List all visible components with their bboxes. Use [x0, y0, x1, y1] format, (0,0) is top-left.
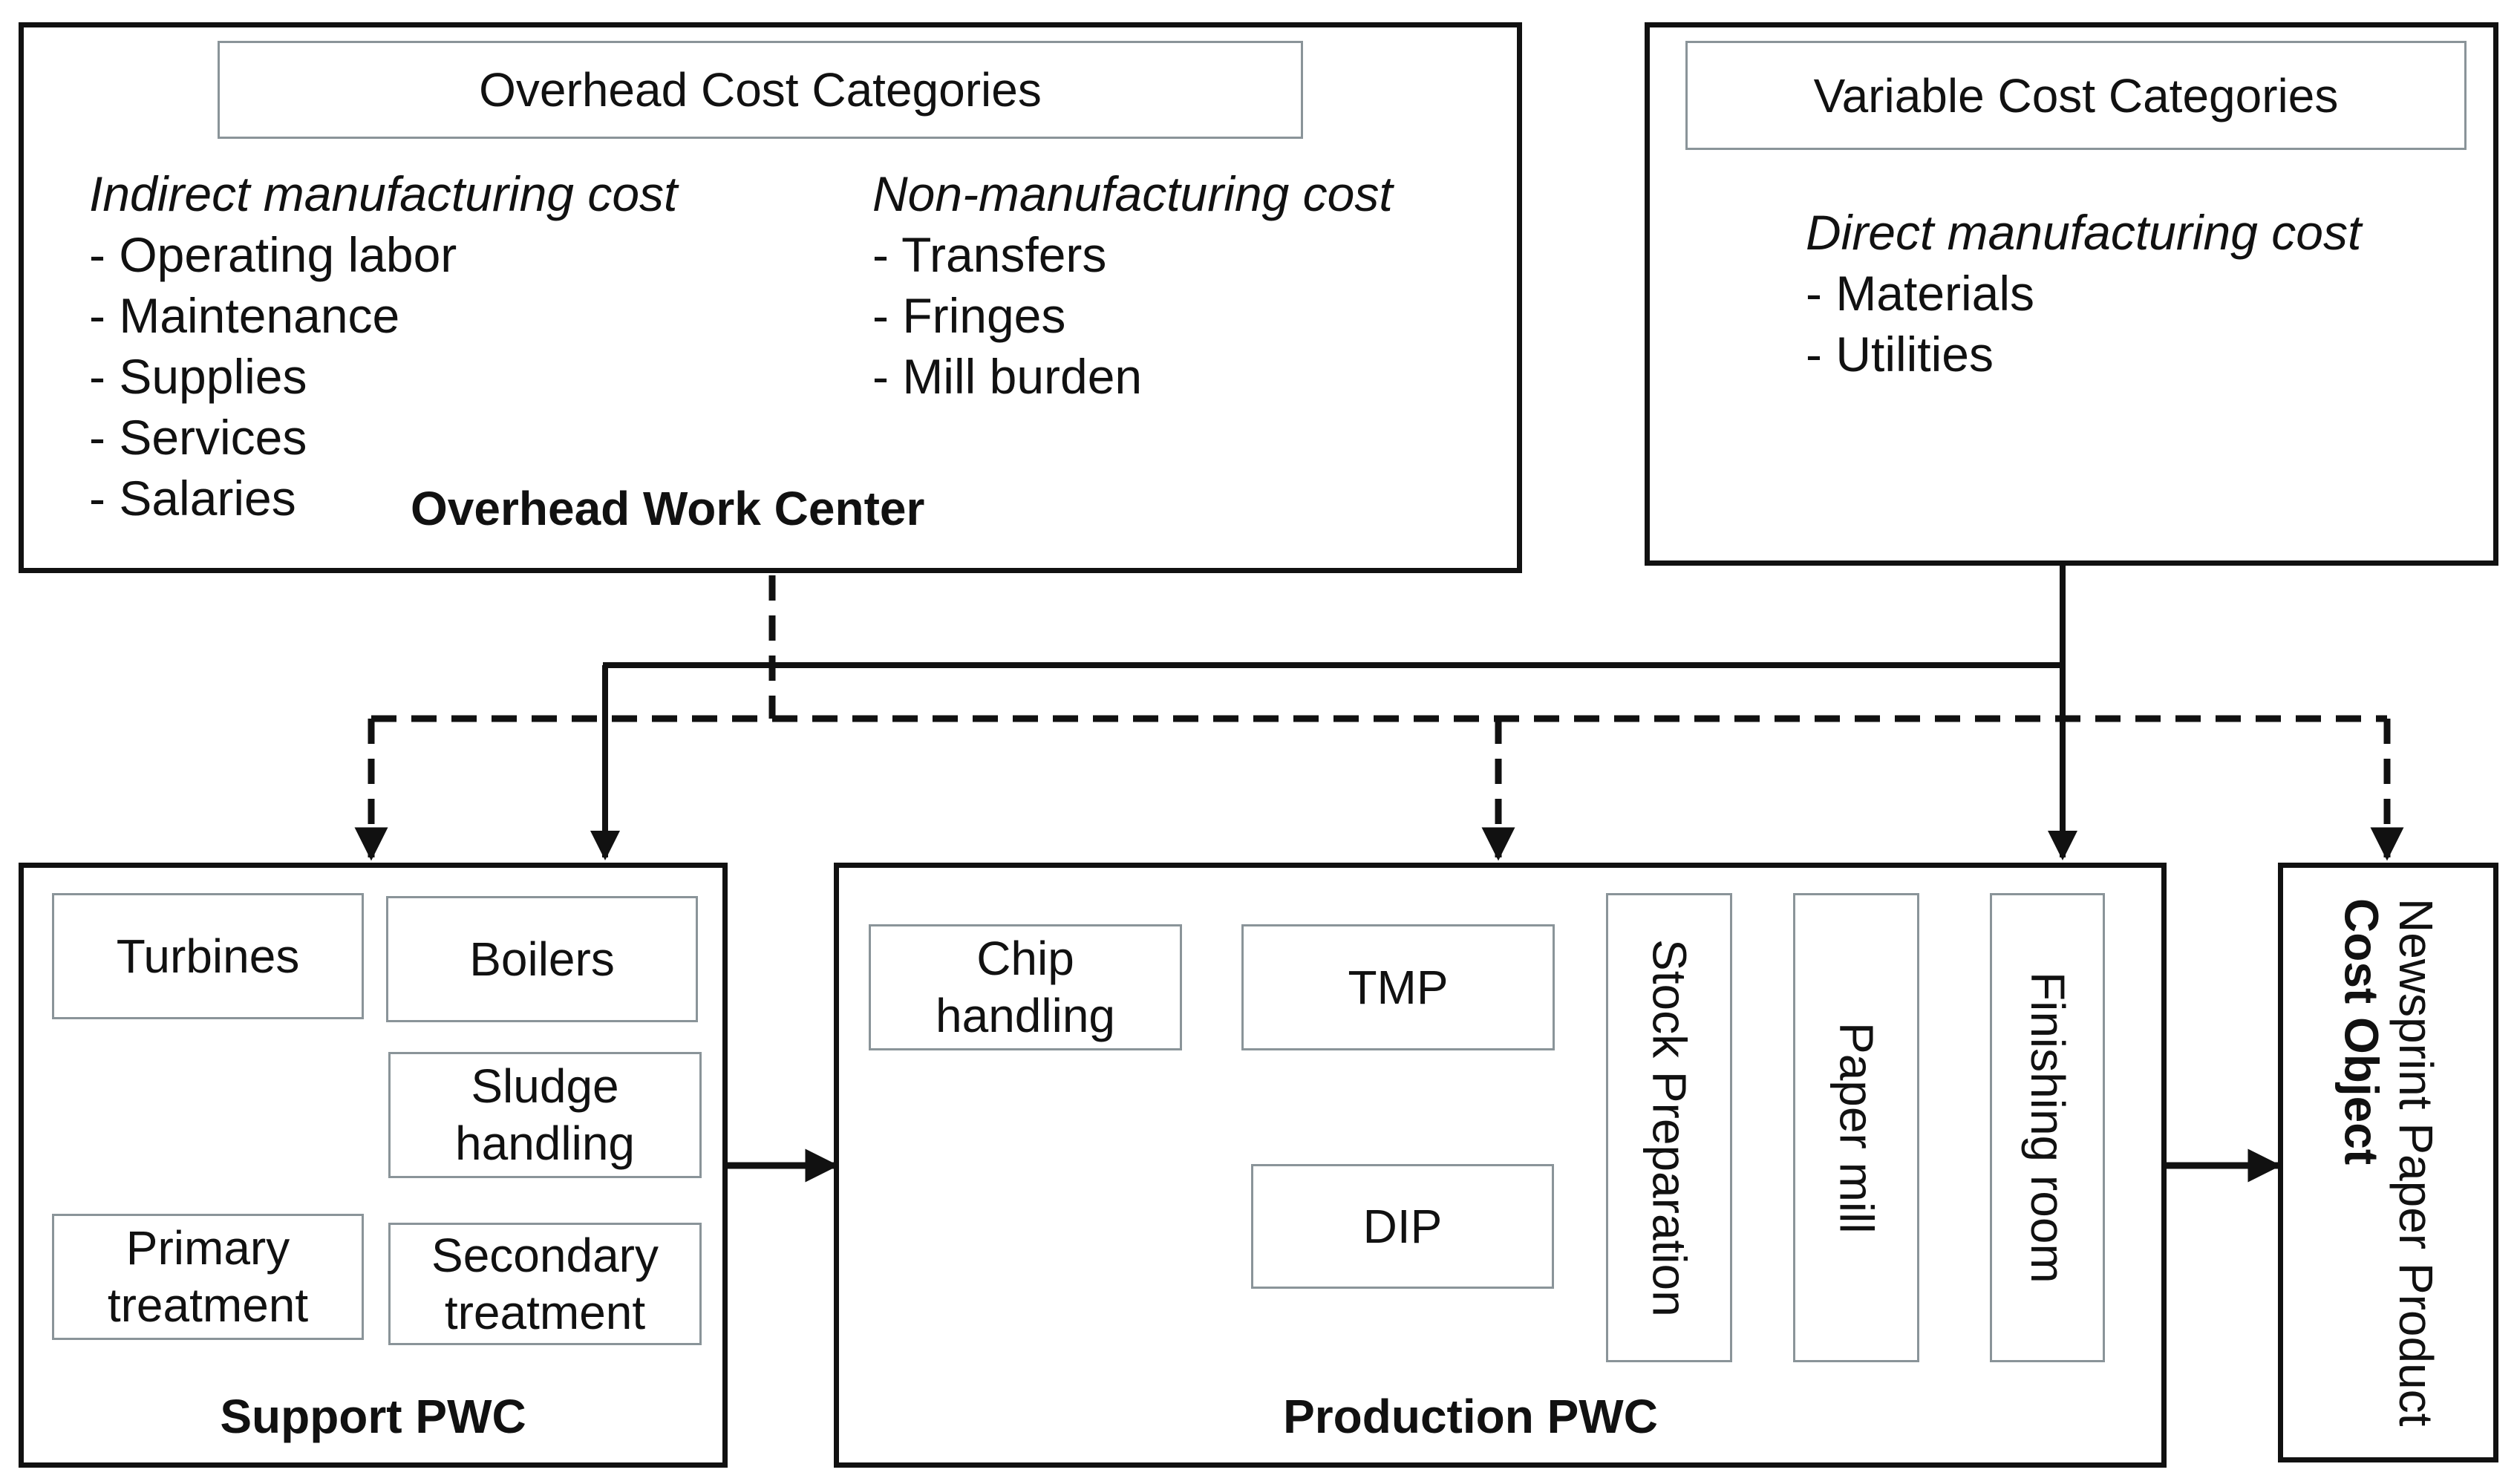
primary-treatment-unit: Primary treatment: [52, 1214, 364, 1340]
dip-label: DIP: [1362, 1199, 1443, 1253]
finishing-room-unit: Finishing room: [1990, 893, 2105, 1362]
cost-item: - Services: [89, 410, 307, 465]
non-manufacturing-cost-list: Non-manufacturing cost - Transfers - Fri…: [872, 163, 1393, 407]
dip-unit: DIP: [1251, 1164, 1554, 1289]
variable-header-text: Variable Cost Categories: [1813, 68, 2339, 122]
sludge-handling-unit: Sludge handling: [388, 1052, 702, 1178]
secondary-label-line2: treatment: [444, 1285, 646, 1339]
indirect-cost-title: Indirect manufacturing cost: [89, 166, 678, 221]
primary-label-line1: Primary: [125, 1221, 290, 1275]
overhead-cost-categories-header: Overhead Cost Categories: [218, 41, 1303, 139]
non-manufacturing-cost-title: Non-manufacturing cost: [872, 166, 1393, 221]
cost-item: - Supplies: [89, 349, 307, 404]
finishing-room-label: Finishing room: [2020, 972, 2074, 1284]
overhead-work-center-label: Overhead Work Center: [411, 482, 925, 535]
indirect-manufacturing-cost-list: Indirect manufacturing cost - Operating …: [89, 163, 677, 529]
overhead-header-text: Overhead Cost Categories: [479, 63, 1042, 117]
direct-manufacturing-cost-list: Direct manufacturing cost - Materials - …: [1806, 202, 2361, 385]
tmp-label: TMP: [1348, 960, 1449, 1014]
cost-object-text: Newsprint Paper Product Cost Object: [2334, 898, 2443, 1426]
sludge-label-line1: Sludge: [471, 1059, 619, 1114]
paper-mill-label: Paper mill: [1829, 1022, 1884, 1234]
cost-item: - Maintenance: [89, 288, 400, 343]
tmp-unit: TMP: [1241, 924, 1555, 1050]
secondary-treatment-unit: Secondary treatment: [388, 1223, 702, 1345]
cost-item: - Operating labor: [89, 227, 457, 282]
stock-preparation-label: Stock Preparation: [1642, 938, 1697, 1317]
support-pwc-label: Support PWC: [220, 1390, 526, 1443]
boilers-label: Boilers: [469, 932, 615, 986]
primary-label-line2: treatment: [107, 1278, 309, 1332]
sludge-label-line2: handling: [455, 1117, 635, 1170]
cost-object-line2: Cost Object: [2334, 898, 2389, 1166]
cost-item: - Fringes: [872, 288, 1066, 343]
turbines-unit: Turbines: [52, 893, 364, 1019]
cost-item: - Salaries: [89, 471, 296, 526]
stock-preparation-unit: Stock Preparation: [1606, 893, 1732, 1362]
cost-item: - Mill burden: [872, 349, 1143, 404]
boilers-unit: Boilers: [386, 896, 698, 1022]
chip-label-line1: Chip: [976, 932, 1074, 986]
variable-allocation-lines: [590, 566, 2077, 860]
cost-object-box: Newsprint Paper Product Cost Object: [2278, 863, 2498, 1462]
chip-handling-unit: Chip handling: [869, 924, 1182, 1050]
direct-cost-title: Direct manufacturing cost: [1806, 205, 2362, 260]
cost-item: - Utilities: [1806, 327, 1994, 382]
chip-label-line2: handling: [936, 989, 1115, 1042]
variable-cost-categories-header: Variable Cost Categories: [1685, 41, 2467, 150]
cost-item: - Materials: [1806, 266, 2035, 321]
cost-item: - Transfers: [872, 227, 1107, 282]
production-pwc-label: Production PWC: [1283, 1390, 1658, 1443]
overhead-allocation-lines: [354, 575, 2404, 861]
paper-mill-unit: Paper mill: [1793, 893, 1919, 1362]
cost-object-line1: Newsprint Paper Product: [2389, 898, 2443, 1427]
secondary-label-line1: Secondary: [431, 1228, 659, 1282]
turbines-label: Turbines: [116, 929, 300, 983]
